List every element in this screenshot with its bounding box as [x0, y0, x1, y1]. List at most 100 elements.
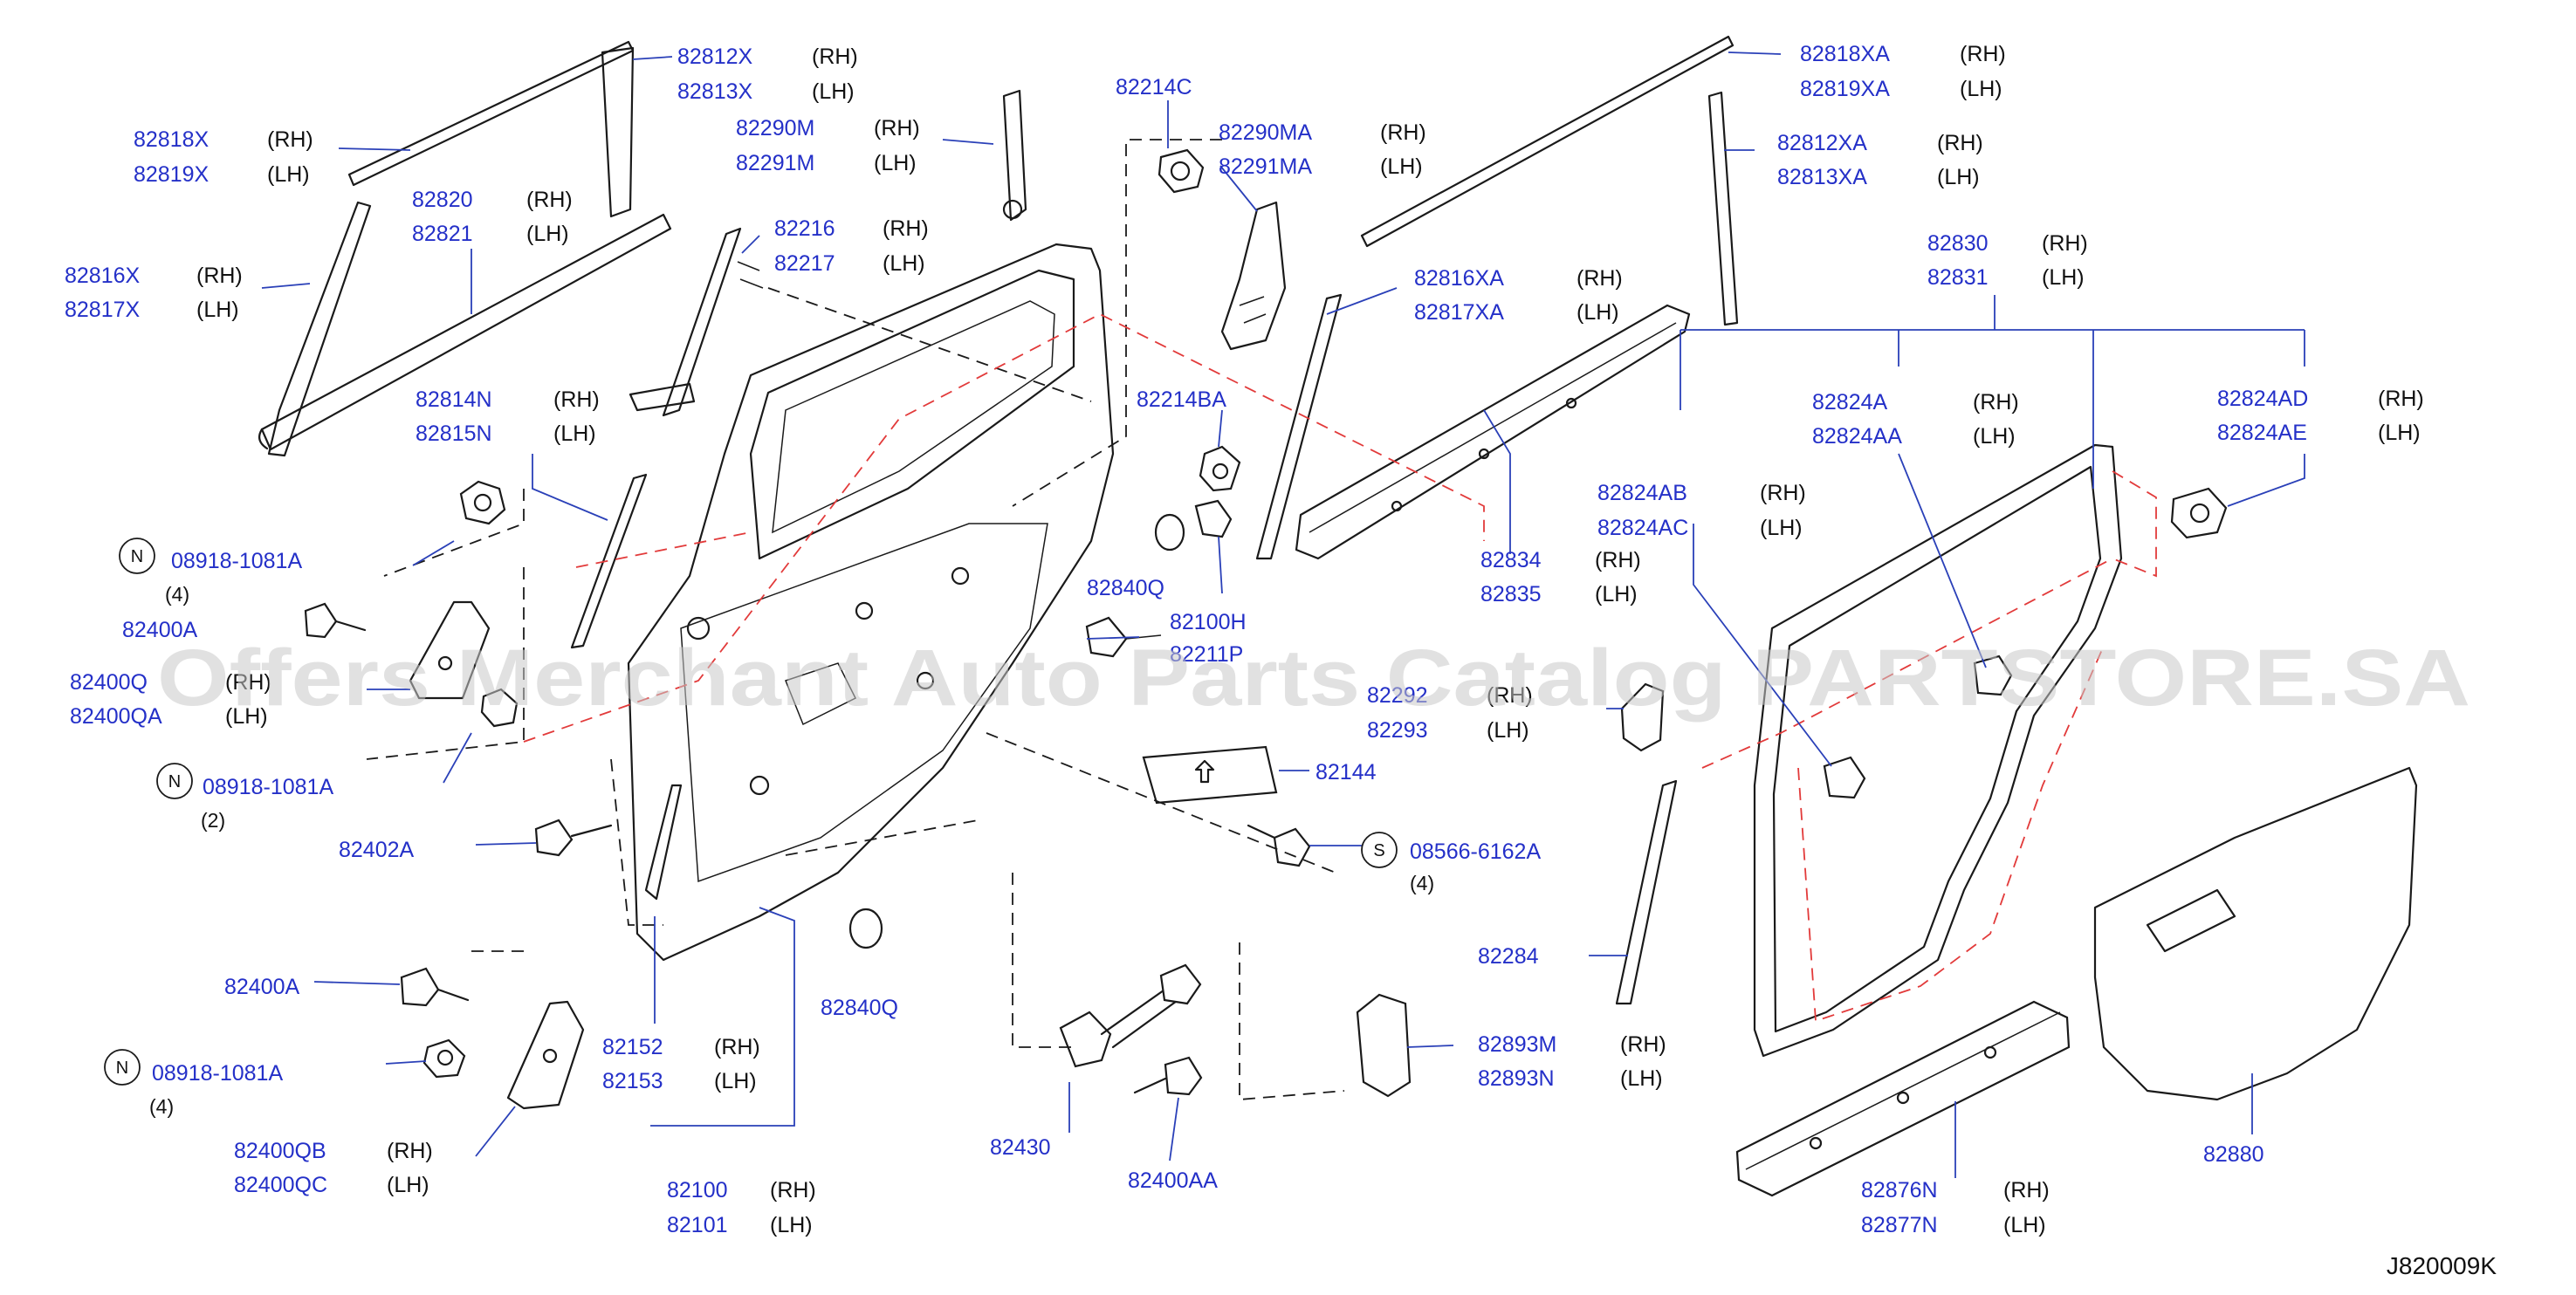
label-82814n: 82814N [416, 387, 492, 412]
svg-text:(4): (4) [165, 583, 189, 606]
sash-82290ma [1220, 201, 1287, 351]
label-82291m: 82291M [736, 151, 814, 175]
assembly-guides [366, 139, 2157, 1100]
svg-text:(4): (4) [149, 1095, 174, 1118]
svg-text:(LH): (LH) [553, 421, 596, 446]
bracket-82152 [644, 784, 683, 901]
svg-text:(LH): (LH) [2042, 265, 2085, 290]
nut-upper [459, 480, 506, 525]
svg-text:(RH): (RH) [812, 45, 858, 69]
hinge-lower-82400qb [506, 1000, 585, 1110]
svg-text:(LH): (LH) [1487, 718, 1529, 743]
svg-text:(LH): (LH) [1960, 77, 2002, 101]
sill-trim-82876n [1735, 1000, 2071, 1197]
label-82830: 82830 [1927, 231, 1989, 256]
label-82876n: 82876N [1861, 1178, 1938, 1202]
label-82813x: 82813X [677, 79, 753, 104]
nut-middle [480, 688, 519, 728]
label-82152: 82152 [602, 1035, 663, 1059]
label-82400aa: 82400AA [1128, 1168, 1218, 1193]
svg-text:(RH): (RH) [1595, 548, 1641, 572]
label-82824ae: 82824AE [2217, 421, 2307, 445]
label-82835: 82835 [1480, 582, 1542, 606]
svg-text:(RH): (RH) [874, 116, 920, 140]
bolt-82400a-lower [400, 967, 470, 1007]
svg-text:(LH): (LH) [196, 298, 239, 322]
label-82840q-bot: 82840Q [821, 996, 898, 1020]
label-82824ac: 82824AC [1597, 516, 1688, 540]
svg-text:(LH): (LH) [1380, 154, 1423, 179]
svg-text:N: N [116, 1059, 128, 1078]
svg-text:(RH): (RH) [196, 264, 243, 288]
grommet-82214ba [1199, 445, 1241, 492]
label-82292: 82292 [1367, 683, 1428, 708]
weatherstrip-82816x [258, 213, 672, 451]
svg-text:(RH): (RH) [526, 188, 573, 212]
svg-text:(LH): (LH) [883, 251, 925, 276]
clip-82214c [1157, 148, 1205, 194]
block-82893m [1356, 993, 1412, 1098]
plug-82840q-bottom [848, 908, 883, 949]
label-82293: 82293 [1367, 718, 1428, 743]
label-82402a: 82402A [339, 838, 415, 862]
svg-text:(RH): (RH) [387, 1139, 433, 1163]
glass-run-82820 [267, 201, 372, 457]
grommet-82100h [1194, 499, 1233, 538]
clip-82824ab [1823, 756, 1866, 799]
window-moulding-82818x [347, 40, 635, 218]
label-82818xa: 82818XA [1800, 42, 1890, 66]
svg-text:(RH): (RH) [1487, 683, 1533, 708]
svg-text:(LH): (LH) [2378, 421, 2421, 445]
label-82217: 82217 [774, 251, 835, 276]
svg-text:(RH): (RH) [267, 127, 313, 152]
svg-text:(LH): (LH) [812, 79, 855, 104]
label-82214c: 82214C [1116, 75, 1192, 99]
label-82816x: 82816X [65, 264, 141, 288]
label-82153: 82153 [602, 1069, 663, 1093]
bolt-82402a [534, 819, 613, 857]
bracket-82144 [1142, 745, 1278, 805]
label-82820: 82820 [412, 188, 473, 212]
label-82824ad: 82824AD [2217, 387, 2308, 411]
svg-text:(LH): (LH) [225, 704, 268, 729]
label-82813xa: 82813XA [1777, 165, 1867, 189]
svg-text:(RH): (RH) [1973, 390, 2019, 415]
svg-text:(LH): (LH) [770, 1213, 813, 1237]
svg-text:(RH): (RH) [1960, 42, 2006, 66]
svg-text:N: N [168, 772, 181, 791]
glass-run-82814n [570, 473, 648, 649]
label-82400qb: 82400QB [234, 1139, 326, 1163]
svg-text:(RH): (RH) [1760, 481, 1806, 505]
label-82100: 82100 [667, 1178, 728, 1202]
label-82831: 82831 [1927, 265, 1989, 290]
screw-08566-6162a [1247, 824, 1311, 867]
label-82214ba: 82214BA [1137, 387, 1226, 412]
part-labels: 82812X (RH) 82813X (LH) 82818X (RH) 8281… [65, 42, 2424, 1237]
svg-text:(RH): (RH) [770, 1178, 816, 1202]
svg-text:(LH): (LH) [1760, 516, 1803, 540]
label-82877n: 82877N [1861, 1213, 1938, 1237]
door-check-82430 [1059, 963, 1202, 1068]
label-82290m: 82290M [736, 116, 814, 140]
diagram-code: J820009K [2387, 1252, 2497, 1279]
label-82893n: 82893N [1478, 1066, 1555, 1091]
watermark: Offers Merchant Auto Parts Catalog PARTS… [157, 634, 2470, 723]
svg-text:S: S [1373, 841, 1384, 860]
nut-marker-2: N [156, 763, 193, 799]
nut-lower [422, 1038, 466, 1079]
svg-text:(RH): (RH) [225, 670, 271, 695]
svg-text:(LH): (LH) [1595, 582, 1638, 606]
plug-82840q-top [1154, 513, 1185, 552]
label-82818x: 82818X [134, 127, 210, 152]
bolt-82400a-upper [304, 602, 367, 639]
division-channel-82216 [629, 227, 764, 417]
label-82893m: 82893M [1478, 1032, 1556, 1057]
moulding-82834 [1295, 304, 1691, 560]
svg-text:(RH): (RH) [2003, 1178, 2050, 1202]
label-nut-08918-2: 08918-1081A [203, 775, 333, 799]
label-82216: 82216 [774, 216, 835, 241]
svg-text:(LH): (LH) [1577, 300, 1619, 325]
svg-text:(4): (4) [1410, 872, 1434, 894]
label-82824a: 82824A [1812, 390, 1888, 415]
